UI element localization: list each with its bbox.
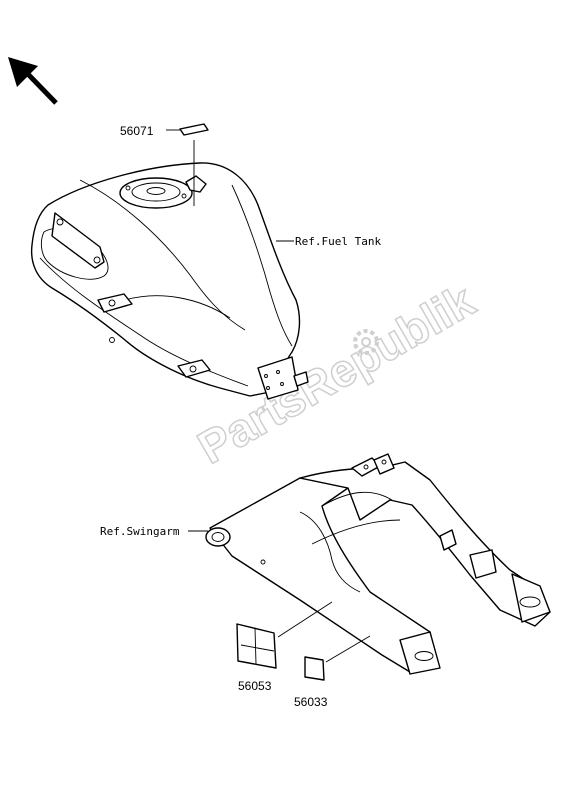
label-56033-drawing — [304, 635, 371, 681]
part-number-56071: 56071 — [120, 124, 154, 138]
label-56071-drawing — [166, 123, 209, 206]
ref-fuel-tank-label: Ref.Fuel Tank — [295, 235, 381, 248]
part-number-56033: 56033 — [294, 695, 328, 709]
front-direction-arrow-icon — [8, 57, 58, 105]
label-56053-drawing — [236, 601, 333, 669]
gear-watermark-icon — [353, 329, 379, 355]
swingarm-drawing — [205, 453, 551, 675]
fuel-tank-drawing — [30, 162, 309, 400]
ref-swingarm-label: Ref.Swingarm — [100, 525, 180, 538]
part-number-56053: 56053 — [238, 679, 272, 693]
